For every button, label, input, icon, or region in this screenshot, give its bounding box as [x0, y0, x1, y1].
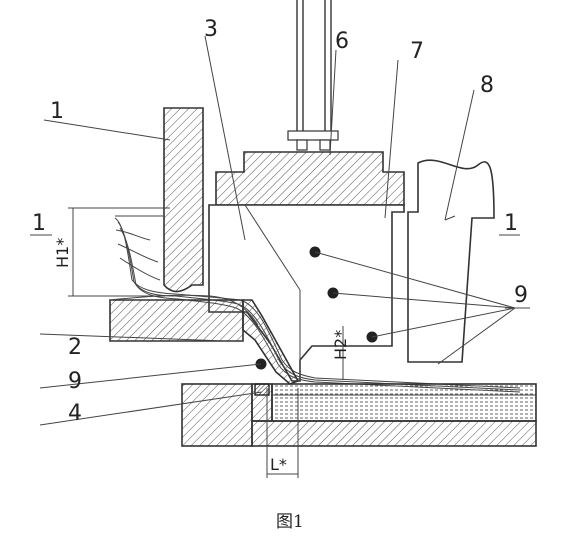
dimension-lines: [30, 207, 520, 478]
side-plate-body: [208, 204, 405, 382]
label-part-6: 6: [335, 29, 349, 54]
lower-left-plate: [109, 294, 300, 385]
dimension-h1: H1*: [53, 238, 72, 268]
figure-caption: 图1: [276, 512, 304, 532]
label-part-1-section-left: 1: [32, 211, 46, 236]
label-part-7: 7: [410, 39, 424, 64]
label-part-9-left: 9: [68, 369, 82, 394]
top-block: [215, 151, 405, 206]
right-plate: [407, 159, 495, 363]
dimension-l: L*: [270, 455, 287, 474]
leader-lines: [39, 35, 530, 426]
label-part-1-section-right: 1: [504, 211, 518, 236]
label-part-9-right: 9: [514, 283, 528, 308]
label-part-4: 4: [68, 401, 82, 426]
label-part-3: 3: [204, 17, 218, 42]
bottom-table: [181, 383, 537, 447]
vertical-rod: [163, 107, 204, 293]
label-part-2: 2: [68, 335, 82, 360]
suspension-rods: [287, 0, 339, 151]
dimension-h2: H2*: [331, 330, 350, 360]
label-part-1-top: 1: [50, 99, 64, 124]
label-part-8: 8: [480, 73, 494, 98]
